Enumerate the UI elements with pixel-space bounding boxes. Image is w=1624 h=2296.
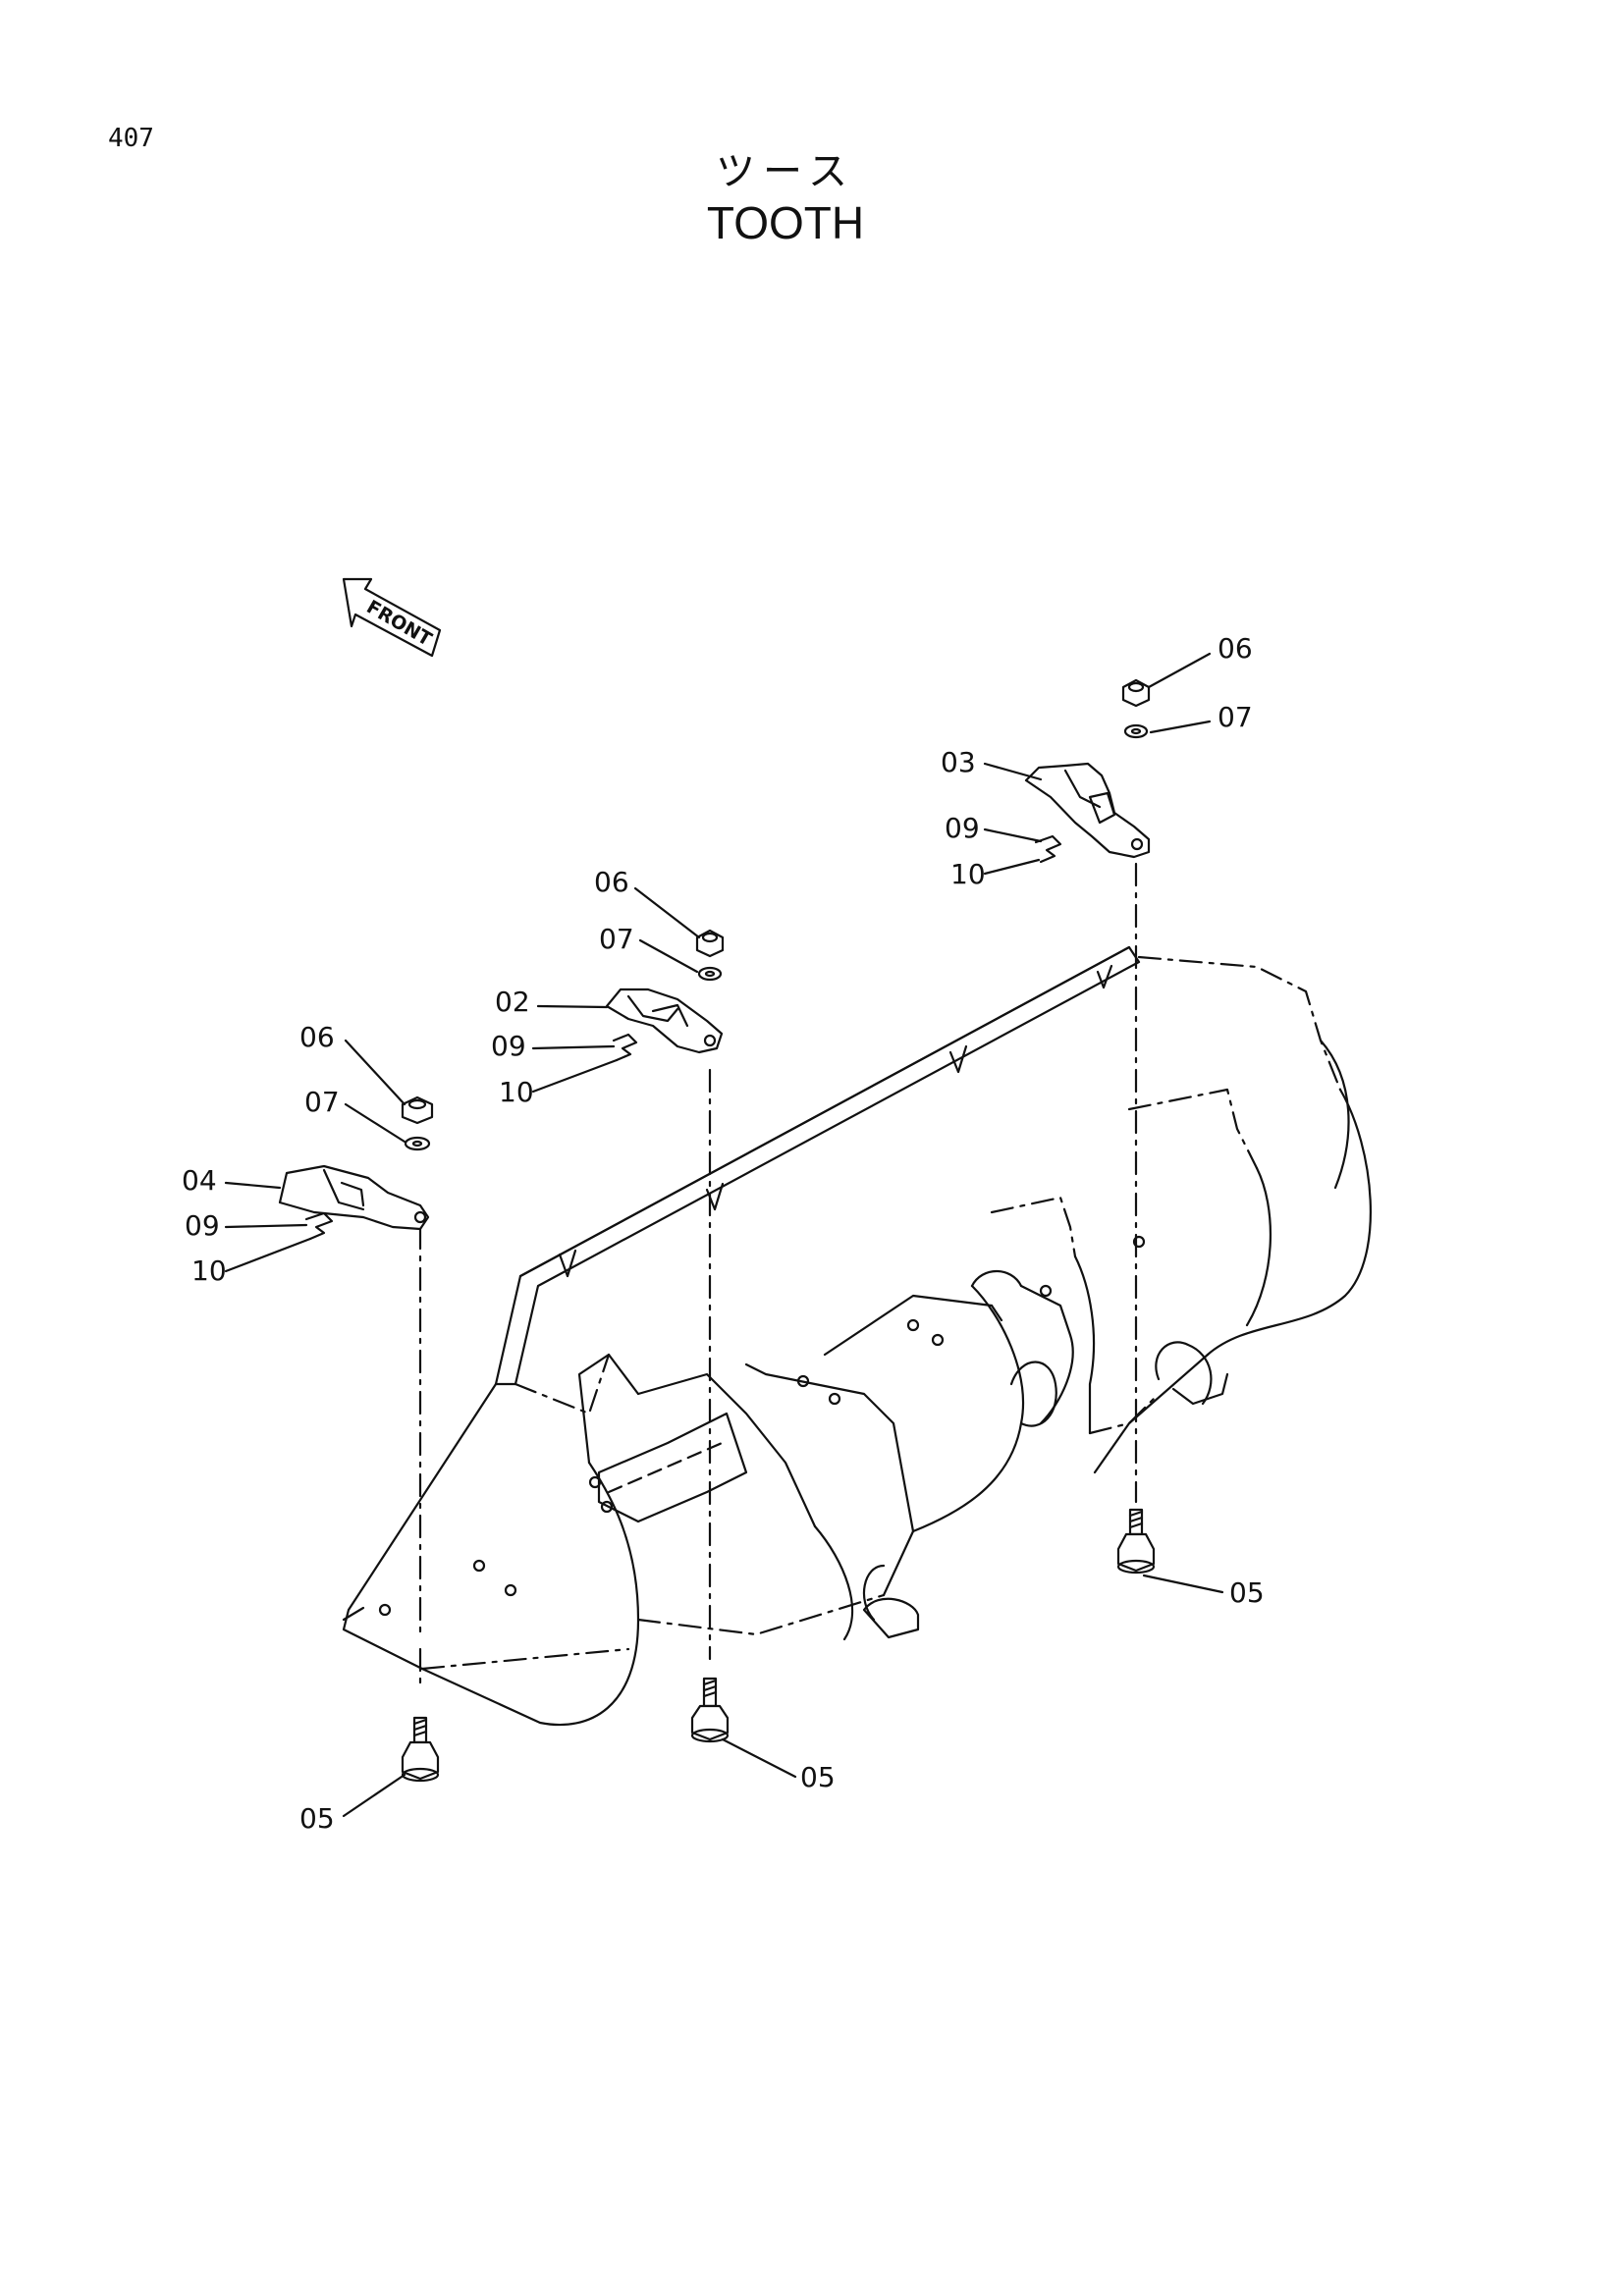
tooth-adapter-right	[1024, 762, 1151, 859]
page-number: 407	[108, 124, 154, 153]
callout-03: 03	[941, 746, 976, 778]
callout-09-middle: 09	[491, 1030, 526, 1062]
nut-right	[1121, 678, 1151, 708]
callout-06-left: 06	[299, 1021, 335, 1053]
callout-10-left: 10	[191, 1255, 227, 1287]
lock-clip-left	[304, 1211, 334, 1241]
callout-06-right: 06	[1218, 632, 1253, 665]
washer-left	[404, 1136, 431, 1151]
bucket-body	[342, 945, 1372, 1727]
callout-04: 04	[182, 1164, 217, 1197]
callout-02: 02	[495, 986, 530, 1018]
front-arrow-icon: FRONT	[342, 577, 442, 658]
callout-05-middle: 05	[800, 1761, 836, 1793]
bolt-middle	[690, 1677, 730, 1743]
callout-06-middle: 06	[594, 866, 629, 898]
callout-07-middle: 07	[599, 923, 634, 955]
callout-10-middle: 10	[499, 1076, 534, 1108]
washer-middle	[697, 966, 723, 982]
callout-labels: 06 07 03 09 10 05 06 07 02 09 10 05 06 0…	[182, 632, 1265, 1835]
callout-05-left: 05	[299, 1802, 335, 1835]
callout-09-left: 09	[185, 1209, 220, 1242]
bolt-left	[401, 1716, 440, 1783]
nut-middle	[695, 929, 725, 958]
callout-05-right: 05	[1229, 1576, 1265, 1609]
callout-09-right: 09	[945, 812, 980, 844]
tooth-adapter-middle	[605, 988, 724, 1054]
washer-right	[1123, 723, 1149, 739]
nut-left	[401, 1095, 434, 1125]
lock-clip-middle	[612, 1033, 638, 1062]
tooth-adapter-left	[278, 1164, 430, 1231]
callout-07-left: 07	[304, 1086, 340, 1118]
leader-lines	[224, 652, 1224, 1818]
assembly-center-lines	[418, 862, 1138, 1690]
callout-10-right: 10	[950, 858, 986, 890]
page-title-japanese: ツース	[716, 149, 855, 194]
page-title: TOOTH	[706, 197, 865, 248]
bolt-right	[1116, 1508, 1156, 1575]
lock-clip-right	[1034, 834, 1062, 864]
callout-07-right: 07	[1218, 701, 1253, 733]
